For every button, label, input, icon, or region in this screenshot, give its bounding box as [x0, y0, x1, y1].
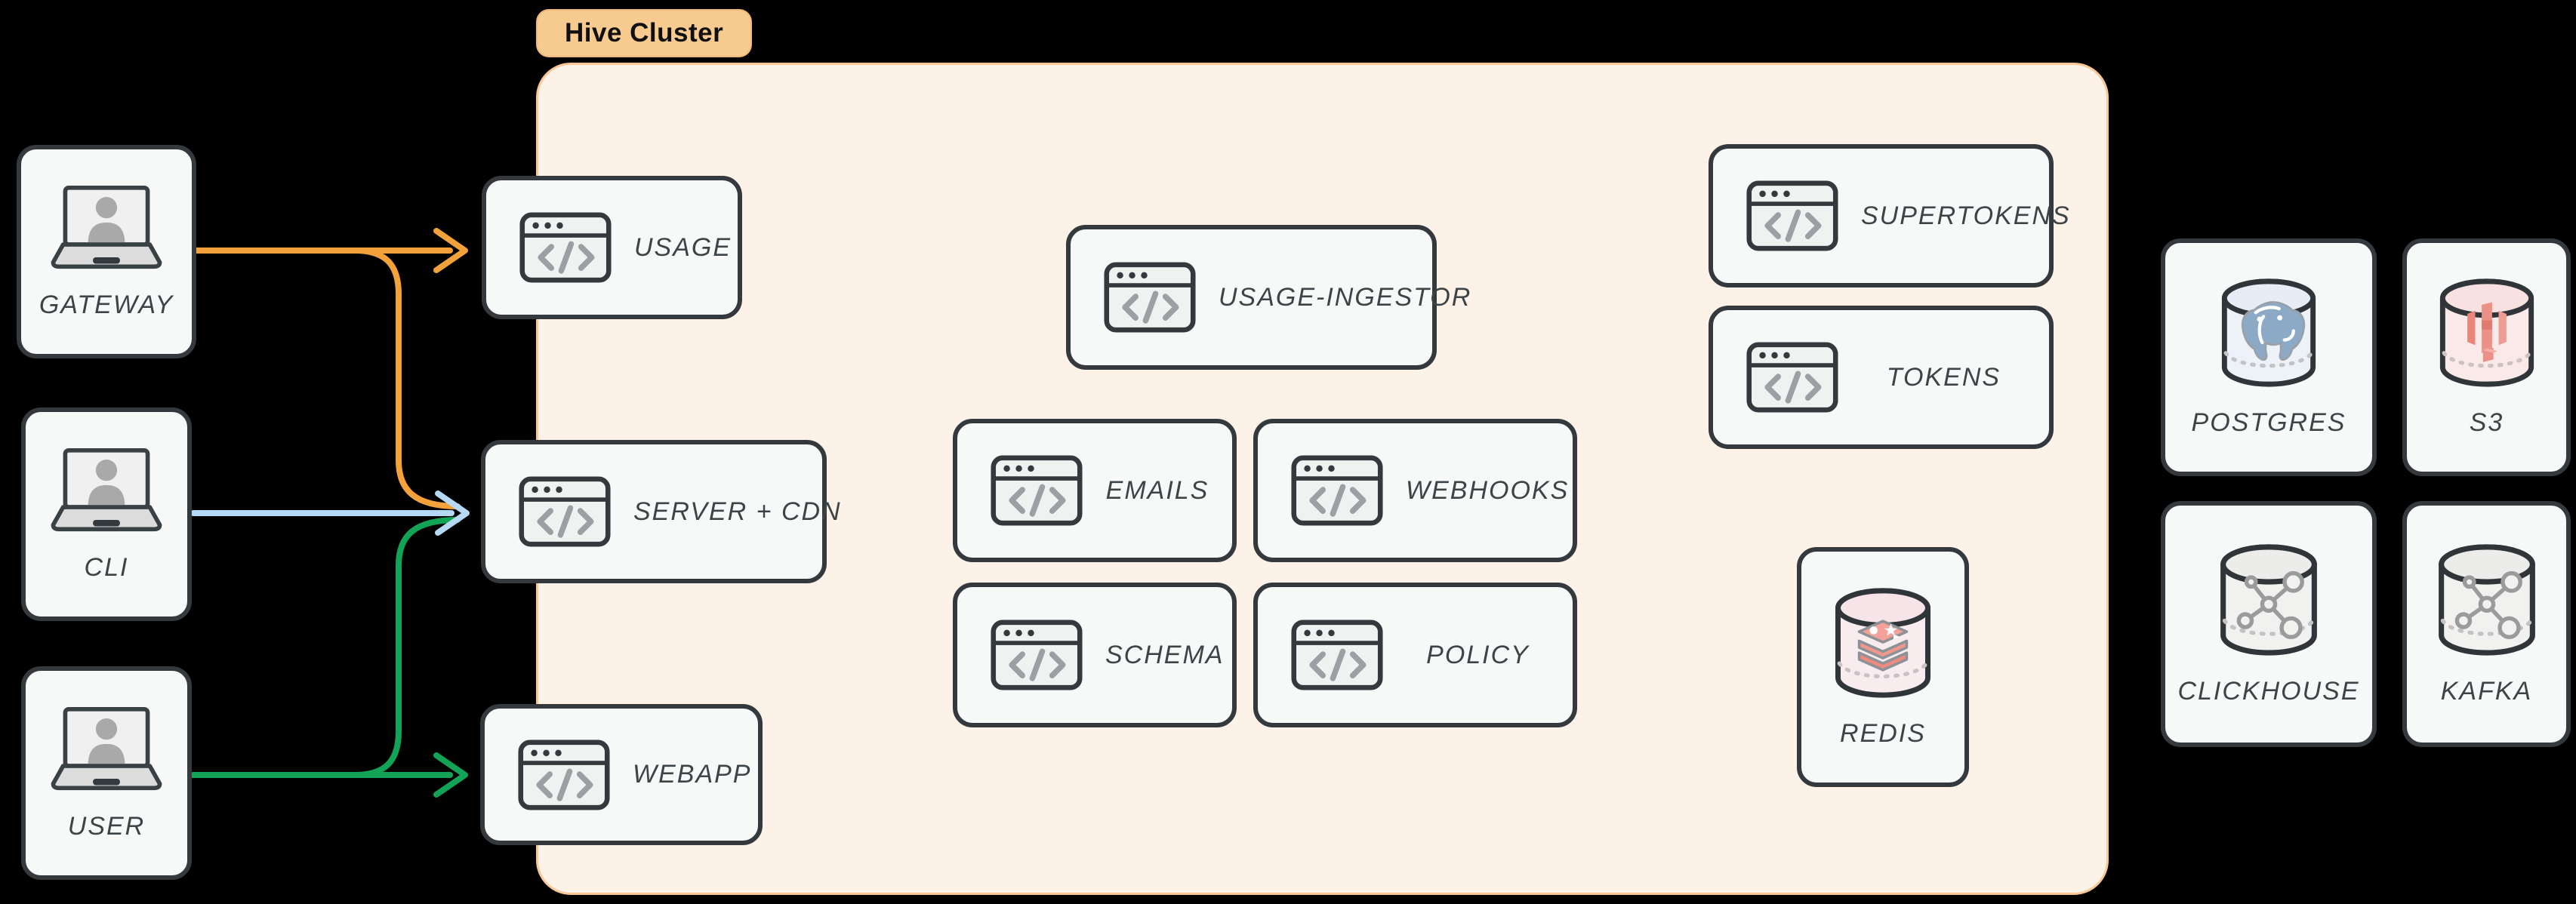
code-window-icon	[1746, 342, 1838, 413]
code-window-icon	[1104, 262, 1196, 333]
edge-cli-servercdn-arrowhead	[435, 490, 470, 536]
node-label: USAGE-INGESTOR	[1219, 282, 1472, 312]
node-label: USER	[67, 811, 146, 841]
node-label: SCHEMA	[1105, 640, 1225, 669]
code-window-icon	[519, 476, 611, 547]
edge-user-webapp-arrowhead	[433, 752, 468, 798]
node-label: EMAILS	[1105, 475, 1209, 505]
node-cli: CLI	[21, 407, 192, 621]
hive-cluster-badge: Hive Cluster	[536, 9, 753, 57]
node-label: WEBAPP	[633, 760, 752, 789]
graph-cylinder-icon	[2220, 543, 2317, 656]
node-user: USER	[21, 666, 192, 880]
node-server-cdn: SERVER + CDN	[481, 440, 840, 583]
node-webhooks: WEBHOOKS	[1253, 419, 1577, 562]
code-window-icon	[518, 739, 610, 810]
node-label: GATEWAY	[39, 290, 174, 319]
code-window-icon	[1291, 455, 1383, 526]
s3-cylinder-icon	[2439, 278, 2534, 387]
node-emails: EMAILS	[953, 419, 1237, 562]
node-label: KAFKA	[2440, 676, 2533, 706]
edge-user-servercdn	[352, 517, 461, 778]
node-tokens: TOKENS	[1709, 306, 2054, 449]
node-label: REDIS	[1840, 718, 1926, 748]
redis-cylinder-icon	[1835, 587, 1930, 698]
node-label: S3	[2469, 408, 2504, 437]
graph-cylinder-icon	[2438, 543, 2535, 656]
code-window-icon	[1746, 180, 1838, 251]
laptop-user-icon	[46, 184, 167, 271]
node-usage: USAGE	[482, 176, 742, 319]
code-window-icon	[519, 212, 612, 283]
code-window-icon	[991, 620, 1083, 690]
node-label: WEBHOOKS	[1406, 475, 1570, 505]
node-schema: SCHEMA	[953, 583, 1237, 727]
node-label: POSTGRES	[2191, 408, 2346, 437]
node-clickhouse: CLICKHOUSE	[2161, 501, 2377, 747]
node-label: TOKENS	[1886, 362, 2001, 392]
node-usage-ingestor: USAGE-INGESTOR	[1066, 225, 1470, 370]
node-label: SUPERTOKENS	[1861, 201, 2071, 230]
node-policy: POLICY	[1253, 583, 1577, 727]
edge-gateway-usage-arrowhead	[433, 228, 468, 273]
node-label: CLICKHOUSE	[2177, 676, 2360, 706]
node-label: CLI	[84, 552, 129, 582]
node-label: USAGE	[634, 232, 732, 262]
node-label: SERVER + CDN	[633, 497, 842, 526]
hive-cluster-label: Hive Cluster	[565, 18, 724, 48]
code-window-icon	[991, 455, 1083, 526]
node-postgres: POSTGRES	[2161, 238, 2377, 476]
node-label: POLICY	[1426, 640, 1530, 669]
postgres-cylinder-icon	[2221, 278, 2316, 387]
laptop-user-icon	[46, 447, 167, 533]
edge-gateway-servercdn	[352, 248, 461, 509]
node-gateway: GATEWAY	[17, 145, 196, 358]
laptop-user-icon	[46, 706, 167, 792]
node-redis: REDIS	[1797, 547, 1969, 787]
node-webapp: WEBAPP	[480, 704, 763, 845]
node-s3: S3	[2402, 238, 2571, 476]
node-supertokens: SUPERTOKENS	[1709, 144, 2069, 287]
code-window-icon	[1291, 620, 1383, 690]
node-kafka: KAFKA	[2402, 501, 2571, 747]
